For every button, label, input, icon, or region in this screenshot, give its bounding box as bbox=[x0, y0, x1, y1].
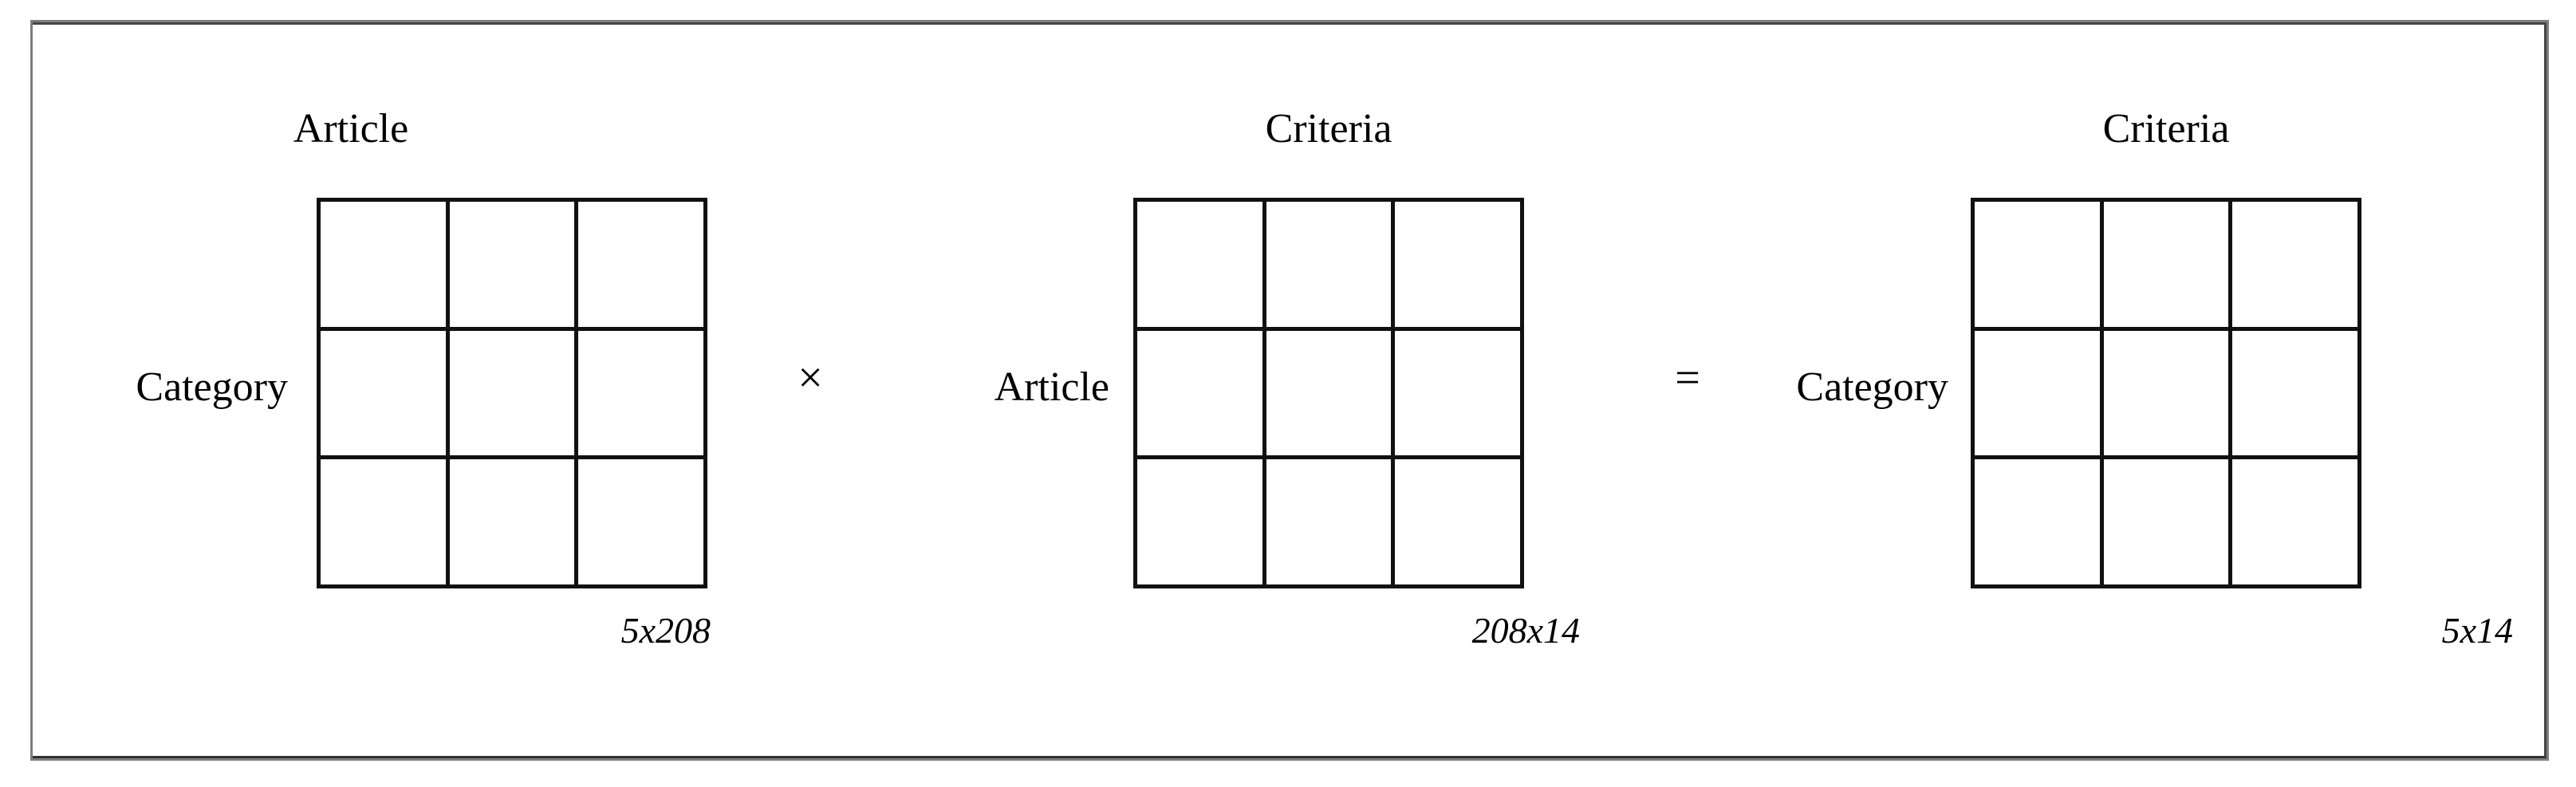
matrix-cell bbox=[1395, 202, 1524, 331]
matrix-row-header-3: Category bbox=[1796, 364, 1948, 410]
matrix-grid-3 bbox=[1971, 198, 2361, 588]
matrix-cell bbox=[1975, 202, 2104, 331]
matrix-grid-1 bbox=[317, 198, 707, 588]
matrix-cell bbox=[321, 330, 450, 460]
matrix-cell bbox=[2232, 202, 2361, 331]
matrix-cell bbox=[449, 330, 579, 460]
matrix-cell bbox=[1395, 330, 1524, 460]
matrix-cell bbox=[1975, 330, 2104, 460]
matrix-cell bbox=[321, 202, 450, 331]
matrix-block-category-criteria: Criteria Category 5x14 bbox=[1739, 22, 2551, 763]
matrix-column-header-1: Article bbox=[293, 106, 409, 151]
matrix-cell bbox=[578, 459, 707, 588]
matrix-cell bbox=[1266, 202, 1396, 331]
matrix-column-header-2: Criteria bbox=[1265, 106, 1392, 151]
matrix-cell bbox=[1137, 330, 1266, 460]
matrix-cell bbox=[2103, 202, 2233, 331]
matrix-cell bbox=[1266, 459, 1396, 588]
matrix-cell bbox=[2232, 330, 2361, 460]
matrix-block-category-article: Article Category 5x208 bbox=[33, 22, 750, 763]
matrix-dimensions-3: 5x14 bbox=[2441, 610, 2513, 651]
equals-operator-icon: = bbox=[1675, 353, 1700, 403]
matrix-cell bbox=[2103, 330, 2233, 460]
matrix-dimensions-2: 208x14 bbox=[1471, 610, 1580, 651]
matrix-cell bbox=[578, 202, 707, 331]
matrix-cell bbox=[1137, 459, 1266, 588]
matrix-cell bbox=[2232, 459, 2361, 588]
matrix-cell bbox=[2103, 459, 2233, 588]
matrix-row-header-2: Article bbox=[994, 364, 1109, 410]
matrix-cell bbox=[449, 202, 579, 331]
matrix-column-header-3: Criteria bbox=[2102, 106, 2230, 151]
matrix-cell bbox=[449, 459, 579, 588]
matrix-row-header-1: Category bbox=[136, 364, 288, 410]
matrix-cell bbox=[1137, 202, 1266, 331]
matrix-cell bbox=[321, 459, 450, 588]
matrix-grid-2 bbox=[1133, 198, 1524, 588]
matrix-equation: Article Category 5x208 × bbox=[33, 22, 2551, 763]
matrix-dimensions-1: 5x208 bbox=[620, 610, 711, 651]
multiply-operator-icon: × bbox=[798, 353, 823, 403]
figure-frame: Article Category 5x208 × bbox=[30, 20, 2549, 761]
matrix-cell bbox=[1266, 330, 1396, 460]
matrix-cell bbox=[1395, 459, 1524, 588]
matrix-cell bbox=[1975, 459, 2104, 588]
matrix-block-article-criteria: Criteria Article 208x14 bbox=[878, 22, 1755, 763]
matrix-cell bbox=[578, 330, 707, 460]
